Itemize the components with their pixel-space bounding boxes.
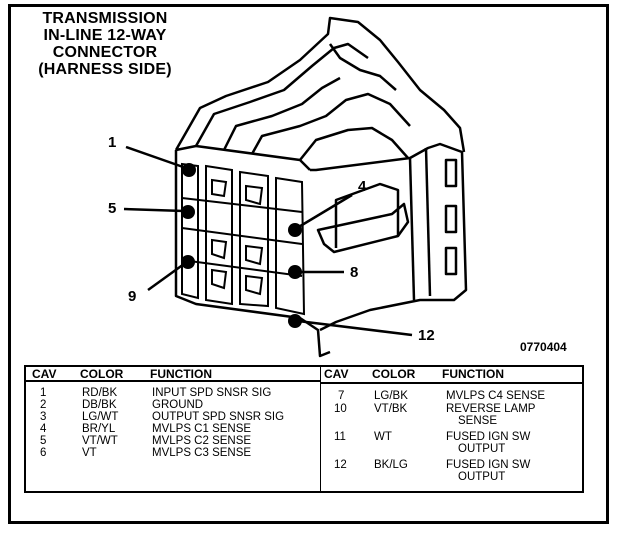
left-row-1-function: INPUT SPD SNSR SIG: [152, 387, 272, 399]
cavity-notch-d: [245, 244, 264, 266]
connector-ridge-4: [299, 126, 409, 161]
connector-top-outline: [174, 16, 466, 153]
left-row-1-color: RD/BK: [82, 387, 118, 399]
side-slot-3: [444, 246, 458, 276]
callout-9: 9: [128, 288, 137, 305]
table-divider: [320, 367, 321, 491]
header-color-left: COLOR: [80, 367, 124, 381]
connector-ridge-1: [194, 42, 369, 147]
header-color-right: COLOR: [372, 367, 416, 381]
cavity-notch-a: [211, 178, 228, 198]
header-function-left: FUNCTION: [150, 367, 212, 381]
left-row-1-cav: 1: [40, 387, 47, 399]
connector-ridge-3: [250, 92, 411, 155]
connector-right-body: [310, 142, 468, 332]
side-slot-1: [444, 158, 458, 188]
left-row-3-function: OUTPUT SPD SNSR SIG: [152, 411, 285, 423]
terminal-8: [288, 265, 302, 279]
left-row-2-cav: 2: [40, 399, 47, 411]
right-row-1-color: LG/BK: [374, 390, 408, 402]
right-row-2-cav: 10: [334, 403, 347, 415]
terminal-12: [288, 314, 302, 328]
leader-12: [297, 319, 413, 337]
cavity-column-1: [181, 162, 199, 300]
right-row-4-function-cont: OUTPUT: [458, 471, 506, 483]
side-slot-2: [444, 204, 458, 234]
left-row-6-color: VT: [82, 447, 97, 459]
left-row-6-function: MVLPS C3 SENSE: [152, 447, 252, 459]
left-row-5-color: VT/WT: [82, 435, 118, 447]
left-row-2-color: DB/BK: [82, 399, 117, 411]
pinout-table: CAV COLOR FUNCTION CAV COLOR FUNCTION 1 …: [24, 365, 584, 493]
header-rule-right: [320, 382, 582, 384]
connector-face-top: [175, 144, 311, 171]
left-row-5-cav: 5: [40, 435, 47, 447]
cavity-row-2: [181, 227, 303, 245]
connector-side-panel: [408, 157, 416, 301]
right-row-4-color: BK/LG: [374, 459, 408, 471]
connector-ridge-5: [328, 43, 397, 91]
right-row-3-cav: 11: [334, 431, 346, 443]
title-line-3: CONNECTOR: [52, 44, 158, 61]
left-row-3-color: LG/WT: [82, 411, 119, 423]
callout-4: 4: [358, 178, 367, 195]
right-row-1-function: MVLPS C4 SENSE: [446, 390, 546, 402]
header-function-right: FUNCTION: [442, 367, 504, 381]
left-row-3-cav: 3: [40, 411, 47, 423]
leader-5: [123, 207, 185, 213]
right-row-2-function-cont: SENSE: [458, 415, 497, 427]
cavity-row-1: [181, 197, 303, 213]
cavity-column-4: [275, 176, 306, 316]
cavity-notch-f: [245, 274, 264, 296]
left-row-6-cav: 6: [40, 447, 47, 459]
header-cav-left: CAV: [32, 367, 57, 381]
callout-12: 12: [418, 327, 435, 344]
leader-1: [125, 145, 187, 170]
connector-front-face: [174, 150, 331, 358]
header-cav-right: CAV: [324, 367, 349, 381]
left-row-5-function: MVLPS C2 SENSE: [152, 435, 252, 447]
connector-latch-arm: [334, 182, 400, 248]
cavity-column-3: [239, 170, 269, 308]
right-row-2-color: VT/BK: [374, 403, 408, 415]
right-row-4-cav: 12: [334, 459, 347, 471]
part-number: 0770404: [520, 340, 567, 354]
callout-8: 8: [350, 264, 359, 281]
leader-4: [296, 193, 353, 230]
leader-9: [147, 262, 185, 292]
left-row-4-function: MVLPS C1 SENSE: [152, 423, 252, 435]
title-line-2: IN-LINE 12-WAY: [43, 27, 167, 44]
header-rule-left: [26, 380, 320, 382]
left-row-2-function: GROUND: [152, 399, 204, 411]
terminal-1: [182, 163, 196, 177]
cavity-notch-c: [211, 238, 228, 260]
connector-latch: [316, 202, 410, 254]
terminal-5: [181, 205, 195, 219]
callout-5: 5: [108, 200, 117, 217]
cavity-row-3: [181, 259, 303, 277]
right-row-4-function: FUSED IGN SW: [446, 459, 531, 471]
title-line-1: TRANSMISSION: [42, 10, 168, 27]
connector-ridge-2: [222, 76, 341, 151]
diagram-title: TRANSMISSION IN-LINE 12-WAY CONNECTOR (H…: [20, 10, 190, 78]
right-row-3-function-cont: OUTPUT: [458, 443, 506, 455]
right-row-3-color: WT: [374, 431, 392, 443]
terminal-9: [181, 255, 195, 269]
cavity-notch-e: [211, 268, 228, 290]
callout-1: 1: [108, 134, 117, 151]
title-line-4: (HARNESS SIDE): [38, 61, 172, 78]
cavity-notch-b: [245, 184, 264, 206]
left-row-4-cav: 4: [40, 423, 47, 435]
figure-frame: [8, 4, 609, 524]
right-row-1-cav: 7: [338, 390, 345, 402]
cavity-column-2: [205, 164, 233, 306]
connector-side-inner: [424, 147, 432, 297]
right-row-3-function: FUSED IGN SW: [446, 431, 531, 443]
left-row-4-color: BR/YL: [82, 423, 116, 435]
right-row-2-function: REVERSE LAMP: [446, 403, 536, 415]
